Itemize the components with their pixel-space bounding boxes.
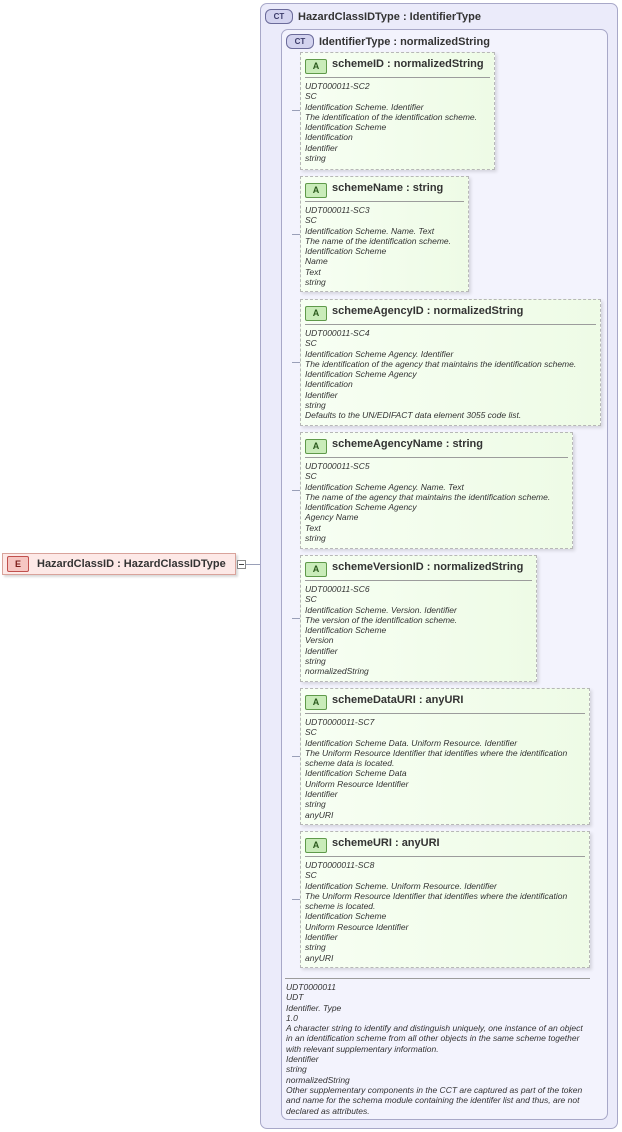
connector-line	[246, 564, 262, 565]
attribute-icon: A	[305, 59, 327, 74]
attribute-title: schemeURI : anyURI	[332, 837, 440, 849]
attribute-icon: A	[305, 183, 327, 198]
complex-type-title: HazardClassIDType : IdentifierType	[298, 10, 481, 23]
divider	[305, 324, 596, 325]
element-hazard-class-id[interactable]: E HazardClassID : HazardClassIDType	[2, 553, 236, 575]
attribute-title: schemeAgencyName : string	[332, 438, 483, 450]
attribute-card-scheme-version-id[interactable]: A schemeVersionID : normalizedString UDT…	[300, 555, 537, 682]
attribute-title: schemeName : string	[332, 182, 444, 194]
complex-type-documentation: UDT0000011 UDT Identifier. Type 1.0 A ch…	[286, 982, 583, 1116]
connector-line	[292, 618, 300, 619]
complex-type-icon: CT	[286, 34, 314, 49]
attribute-title: schemeDataURI : anyURI	[332, 694, 464, 706]
connector-line	[292, 234, 300, 235]
connector-line	[292, 899, 300, 900]
attribute-card-scheme-agency-name[interactable]: A schemeAgencyName : string UDT000011-SC…	[300, 432, 573, 549]
attribute-icon: A	[305, 562, 327, 577]
attribute-icon: A	[305, 439, 327, 454]
attribute-icon: A	[305, 306, 327, 321]
divider	[305, 580, 532, 581]
divider	[305, 713, 585, 714]
attribute-title: schemeID : normalizedString	[332, 58, 484, 70]
connector-line	[292, 490, 300, 491]
element-icon: E	[7, 556, 29, 572]
attribute-title: schemeAgencyID : normalizedString	[332, 305, 524, 317]
attribute-title: schemeVersionID : normalizedString	[332, 561, 524, 573]
attribute-icon: A	[305, 695, 327, 710]
attribute-card-scheme-id[interactable]: A schemeID : normalizedString UDT000011-…	[300, 52, 495, 170]
complex-type-icon: CT	[265, 9, 293, 24]
divider	[305, 457, 568, 458]
connector-line	[292, 756, 300, 757]
divider	[305, 856, 585, 857]
connector-line	[292, 362, 300, 363]
element-label: HazardClassID : HazardClassIDType	[37, 558, 226, 570]
complex-type-title: IdentifierType : normalizedString	[319, 35, 490, 48]
divider	[305, 201, 464, 202]
divider	[305, 77, 490, 78]
attribute-card-scheme-agency-id[interactable]: A schemeAgencyID : normalizedString UDT0…	[300, 299, 601, 426]
collapse-toggle-icon[interactable]	[237, 560, 246, 569]
divider	[285, 978, 590, 979]
attribute-icon: A	[305, 838, 327, 853]
connector-line	[292, 110, 300, 111]
